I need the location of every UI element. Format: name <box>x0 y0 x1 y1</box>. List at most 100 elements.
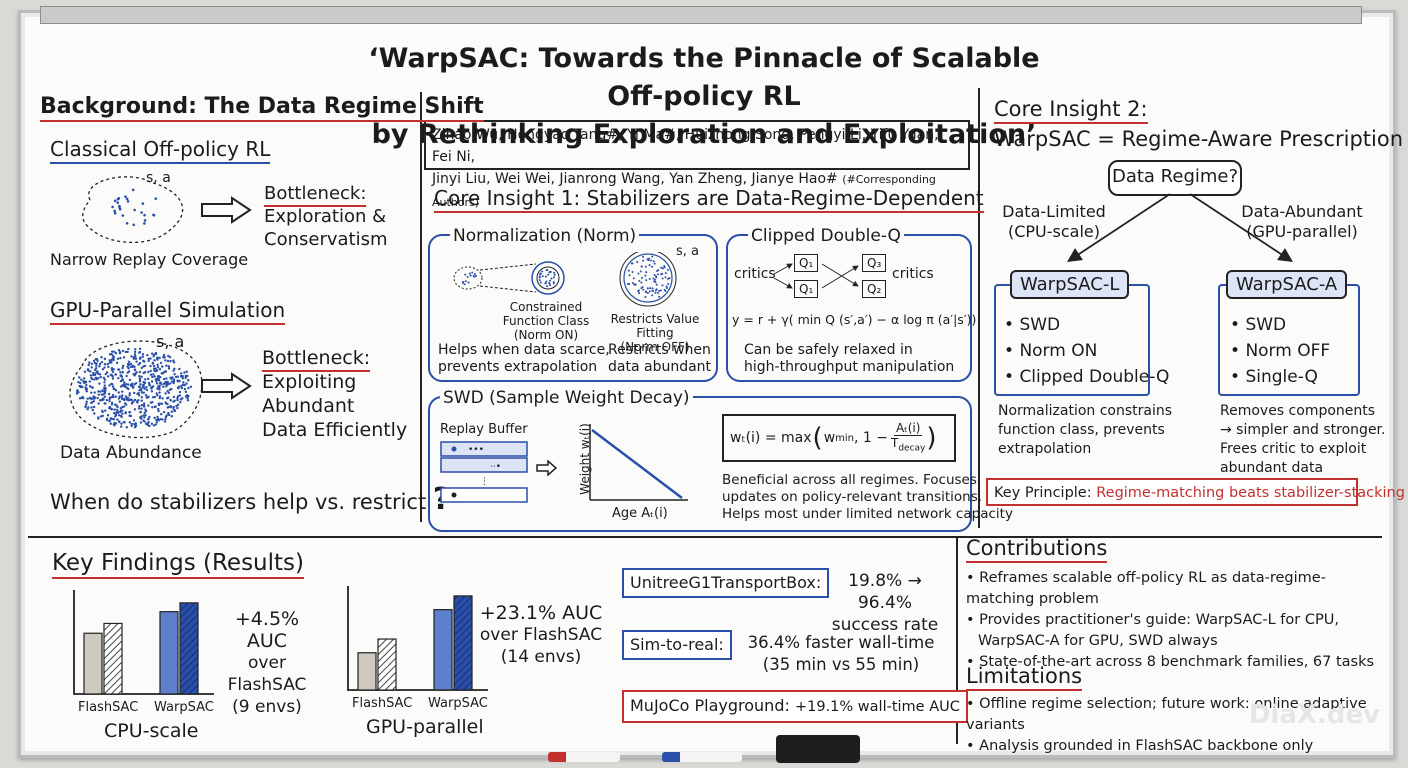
abundance-dot <box>80 396 84 400</box>
norm-sa-label: s, a <box>676 244 700 259</box>
whiteboard-eraser[interactable] <box>776 735 860 763</box>
title-line-2: by Rethinking Exploration and Exploitati… <box>371 119 1037 150</box>
abundance-dot <box>134 357 138 360</box>
abundance-dot <box>146 377 150 381</box>
limitation-item-1-text: Offline regime selection; future work: o… <box>966 696 1367 733</box>
abundance-dot <box>147 359 150 362</box>
title-line-1: ‘WarpSAC: Towards the Pinnacle of Scalab… <box>368 43 1040 112</box>
abundance-dot <box>152 373 155 376</box>
norm-off-dot <box>652 277 655 280</box>
abundance-dot <box>106 414 110 417</box>
norm-off-dot <box>638 279 641 282</box>
abundance-dot <box>113 350 116 354</box>
norm-off-dot <box>639 270 642 273</box>
regime-tree-arrows <box>1066 193 1294 262</box>
abundance-dot <box>158 391 161 394</box>
abundance-dot <box>184 390 188 394</box>
abundance-dot <box>183 387 187 391</box>
swd-formula-num: Aₜ(i) <box>893 420 923 436</box>
contribution-item-1-text: Reframes scalable off-policy RL as data-… <box>966 570 1326 607</box>
abundance-dot <box>176 398 179 402</box>
norm-off-dot <box>648 277 651 280</box>
abundance-dot <box>114 352 118 355</box>
narrow-coverage-dot <box>126 200 130 203</box>
norm-off-dot <box>667 282 670 285</box>
norm-off-dot <box>654 281 657 284</box>
norm-on-label: Constrained Function Class (Norm ON) <box>500 300 592 342</box>
abundance-dot <box>121 378 125 382</box>
norm-off-label: Restricts Value Fitting (Norm OFF) <box>596 312 714 354</box>
norm-small-dot <box>464 280 467 283</box>
abundance-dot <box>130 401 134 404</box>
abundance-dot <box>181 383 184 387</box>
norm-on-dot <box>541 270 544 273</box>
abundance-dot <box>125 425 129 429</box>
abundance-dot <box>166 359 170 363</box>
insight1-heading-text: Core Insight 1: Stabilizers are Data-Reg… <box>434 186 984 213</box>
abundance-dot <box>187 386 190 390</box>
abundance-dot <box>146 353 149 357</box>
abundance-dot <box>114 403 117 406</box>
gpu-bottleneck-label: Bottleneck: <box>262 347 371 372</box>
abundance-dot <box>163 420 167 423</box>
authors-line-2-row: Jinyi Liu, Wei Wei, Jianrong Wang, Yan Z… <box>432 168 962 214</box>
abundance-dot <box>96 359 99 362</box>
norm-off-dot <box>628 274 631 277</box>
abundance-dot <box>117 397 121 400</box>
swd-arrow-icon <box>536 460 558 476</box>
abundance-dot <box>155 379 158 383</box>
warpsac-l-items: SWD Norm ON Clipped Double-Q <box>1004 312 1169 390</box>
classical-bottleneck-text-1: Exploration & <box>264 206 387 227</box>
classical-bottleneck: Bottleneck: Exploration & Conservatism <box>264 182 388 251</box>
abundance-dot <box>117 391 120 394</box>
abundance-dot <box>120 409 124 412</box>
divider-horizontal <box>28 536 1382 538</box>
abundance-dot <box>125 374 128 378</box>
contribution-item-2-text: Provides practitioner's guide: WarpSAC-L… <box>979 612 1339 628</box>
abundance-dot <box>126 371 129 374</box>
background-heading-text: Background: The Data Regime Shift <box>40 94 484 122</box>
limitation-item-2: • Analysis grounded in FlashSAC backbone… <box>966 738 1314 754</box>
abundance-dot <box>85 400 88 403</box>
norm-off-dot <box>658 289 661 292</box>
gpu-sa-label: s, a <box>156 332 185 351</box>
contribution-item-3: WarpSAC-A for GPU, SWD always <box>966 631 1382 652</box>
abundance-dot <box>85 383 88 387</box>
svg-text:•••: ••• <box>468 445 484 455</box>
abundance-dot <box>185 370 188 373</box>
gpu-bottleneck-text-2: Abundant <box>262 395 355 417</box>
norm-small-dot <box>471 271 474 274</box>
abundance-scatter <box>69 340 203 439</box>
gpu-bottleneck: Bottleneck: Exploiting Abundant Data Eff… <box>262 346 407 442</box>
cdq-critics-right: critics <box>892 266 934 282</box>
abundance-dot <box>179 400 182 404</box>
norm-off-label-1: Restricts Value Fitting <box>610 312 700 340</box>
abundance-dot <box>126 386 129 390</box>
abundance-dot <box>100 360 104 364</box>
abundance-dot <box>172 405 175 409</box>
norm-small-dot <box>473 275 476 278</box>
norm-off-dot <box>665 285 668 288</box>
abundance-dot <box>103 395 107 399</box>
abundance-dot <box>159 412 163 416</box>
abundance-dot <box>160 372 163 375</box>
abundance-dot <box>112 418 116 421</box>
abundance-dot <box>100 356 103 359</box>
background-heading: Background: The Data Regime Shift <box>40 94 484 122</box>
cdq-formula: y = r + γ( min Q (s′,a′) − α log π (a′|s… <box>732 312 977 327</box>
result-task2-val: 36.4% faster wall-time <box>747 633 935 652</box>
norm-off-dot <box>661 284 664 287</box>
norm-off-dot <box>626 282 629 285</box>
norm-off-dot <box>634 283 637 286</box>
key-principle-box: Key Principle: Regime-matching beats sta… <box>986 478 1405 506</box>
norm-on-dot <box>539 281 542 284</box>
abundance-dot <box>90 362 94 366</box>
norm-off-dot <box>660 273 663 276</box>
abundance-dot <box>84 388 88 391</box>
abundance-dot <box>95 377 98 381</box>
abundance-dot <box>139 421 143 424</box>
abundance-dot <box>98 373 102 376</box>
gpu-annotation: +23.1% AUC over FlashSAC (14 envs) <box>478 602 604 668</box>
gpu-chart-xlabel: GPU-parallel <box>366 716 484 738</box>
abundance-dot <box>130 422 133 426</box>
